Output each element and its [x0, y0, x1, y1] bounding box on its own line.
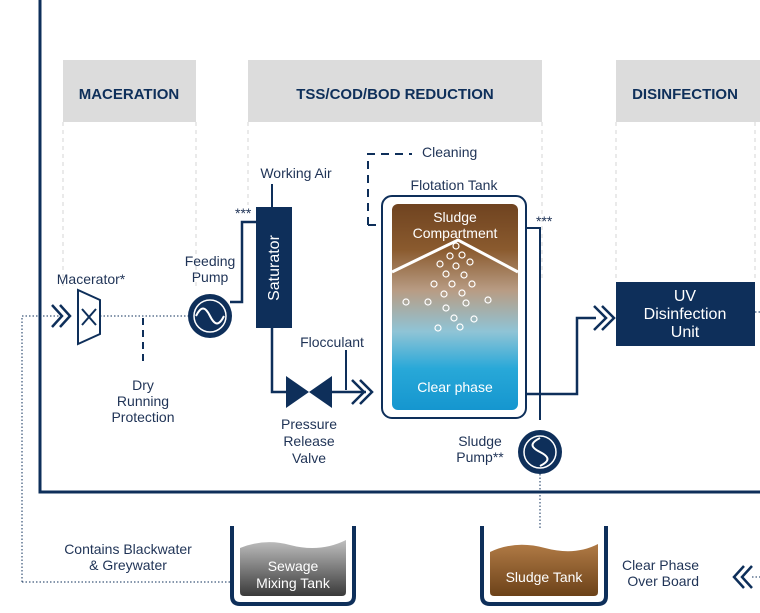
feeding-pump-ring: [193, 299, 227, 333]
macerator-label: Macerator*: [57, 271, 126, 287]
cleaning-label: Cleaning: [422, 144, 477, 160]
pressure-valve-icon: [286, 376, 332, 408]
valve-label-2: Release: [283, 433, 335, 449]
feeding-pump-label-2: Pump: [192, 269, 229, 285]
sludge-tank-fill: [490, 544, 598, 596]
blackwater-note-2: & Greywater: [89, 557, 167, 573]
uv-label-1: UV: [674, 288, 697, 305]
inlet-chevron-icon: [51, 304, 72, 328]
overboard-label-2: Over Board: [627, 573, 699, 589]
disinfection-header: DISINFECTION: [632, 86, 738, 103]
air-bubbles: [402, 242, 492, 332]
reduction-header-box: [248, 60, 542, 122]
uv-label-2: Disinfection: [644, 306, 727, 323]
valve-label-3: Valve: [292, 450, 326, 466]
sewage-tank-fill: [240, 540, 346, 596]
valve-label-1: Pressure: [281, 416, 337, 432]
sludge-pump-label-1: Sludge: [458, 433, 502, 449]
sludge-outlet-line: [526, 227, 541, 420]
overboard-chevron-icon: [732, 565, 753, 589]
cleaning-line: [367, 153, 412, 225]
overboard-label-1: Clear Phase: [622, 557, 699, 573]
feeding-pump-wave-icon: [195, 307, 225, 325]
sludge-compartment-label-2: Compartment: [413, 225, 498, 241]
flotation-tank-label: Flotation Tank: [411, 177, 499, 193]
macerator-cross-icon: [81, 308, 97, 326]
saturator-label: Saturator: [266, 234, 283, 300]
maceration-header-box: [63, 60, 196, 122]
saturator-box: [256, 207, 292, 328]
blackwater-note-1: Contains Blackwater: [64, 541, 192, 557]
sludge-pump-ring: [523, 435, 557, 469]
disinfection-header-box: [616, 60, 760, 122]
uv-inlet-chevron-icon: [593, 305, 616, 331]
reduction-header: TSS/COD/BOD REDUCTION: [296, 86, 494, 103]
dry-running-label-3: Protection: [111, 409, 174, 425]
uv-label-3: Unit: [671, 324, 700, 341]
feeding-pump-label-1: Feeding: [185, 253, 236, 269]
sludge-pump-label-2: Pump**: [456, 449, 504, 465]
sludge-tank-outline: [480, 526, 608, 606]
marker-left: ***: [235, 205, 252, 221]
stage-guides: [62, 122, 756, 290]
uv-unit-box: [616, 282, 755, 346]
clear-outlet-line: [526, 316, 596, 396]
tank-inlet-chevron-icon: [351, 379, 374, 405]
flocculant-label: Flocculant: [300, 334, 364, 350]
sludge-compartment-roof: [391, 238, 519, 274]
pump-to-saturator-line: [230, 220, 256, 304]
feed-line: [21, 315, 60, 582]
maceration-header: MACERATION: [79, 86, 180, 103]
clear-phase-label: Clear phase: [417, 379, 493, 395]
dry-running-label-2: Running: [117, 393, 169, 409]
system-boundary: [38, 0, 760, 494]
sludge-compartment-label-1: Sludge: [433, 209, 477, 225]
sewage-tank-label-2: Mixing Tank: [256, 575, 331, 591]
working-air-label: Working Air: [260, 165, 332, 181]
sewage-tank-outline: [230, 526, 356, 606]
saturator-to-valve-line: [270, 328, 286, 394]
sludge-tank-label: Sludge Tank: [506, 569, 584, 585]
sludge-pump-wave-icon: [531, 437, 549, 467]
dry-running-label-1: Dry: [132, 377, 154, 393]
marker-right: ***: [536, 213, 553, 229]
sewage-tank-label-1: Sewage: [268, 558, 319, 574]
